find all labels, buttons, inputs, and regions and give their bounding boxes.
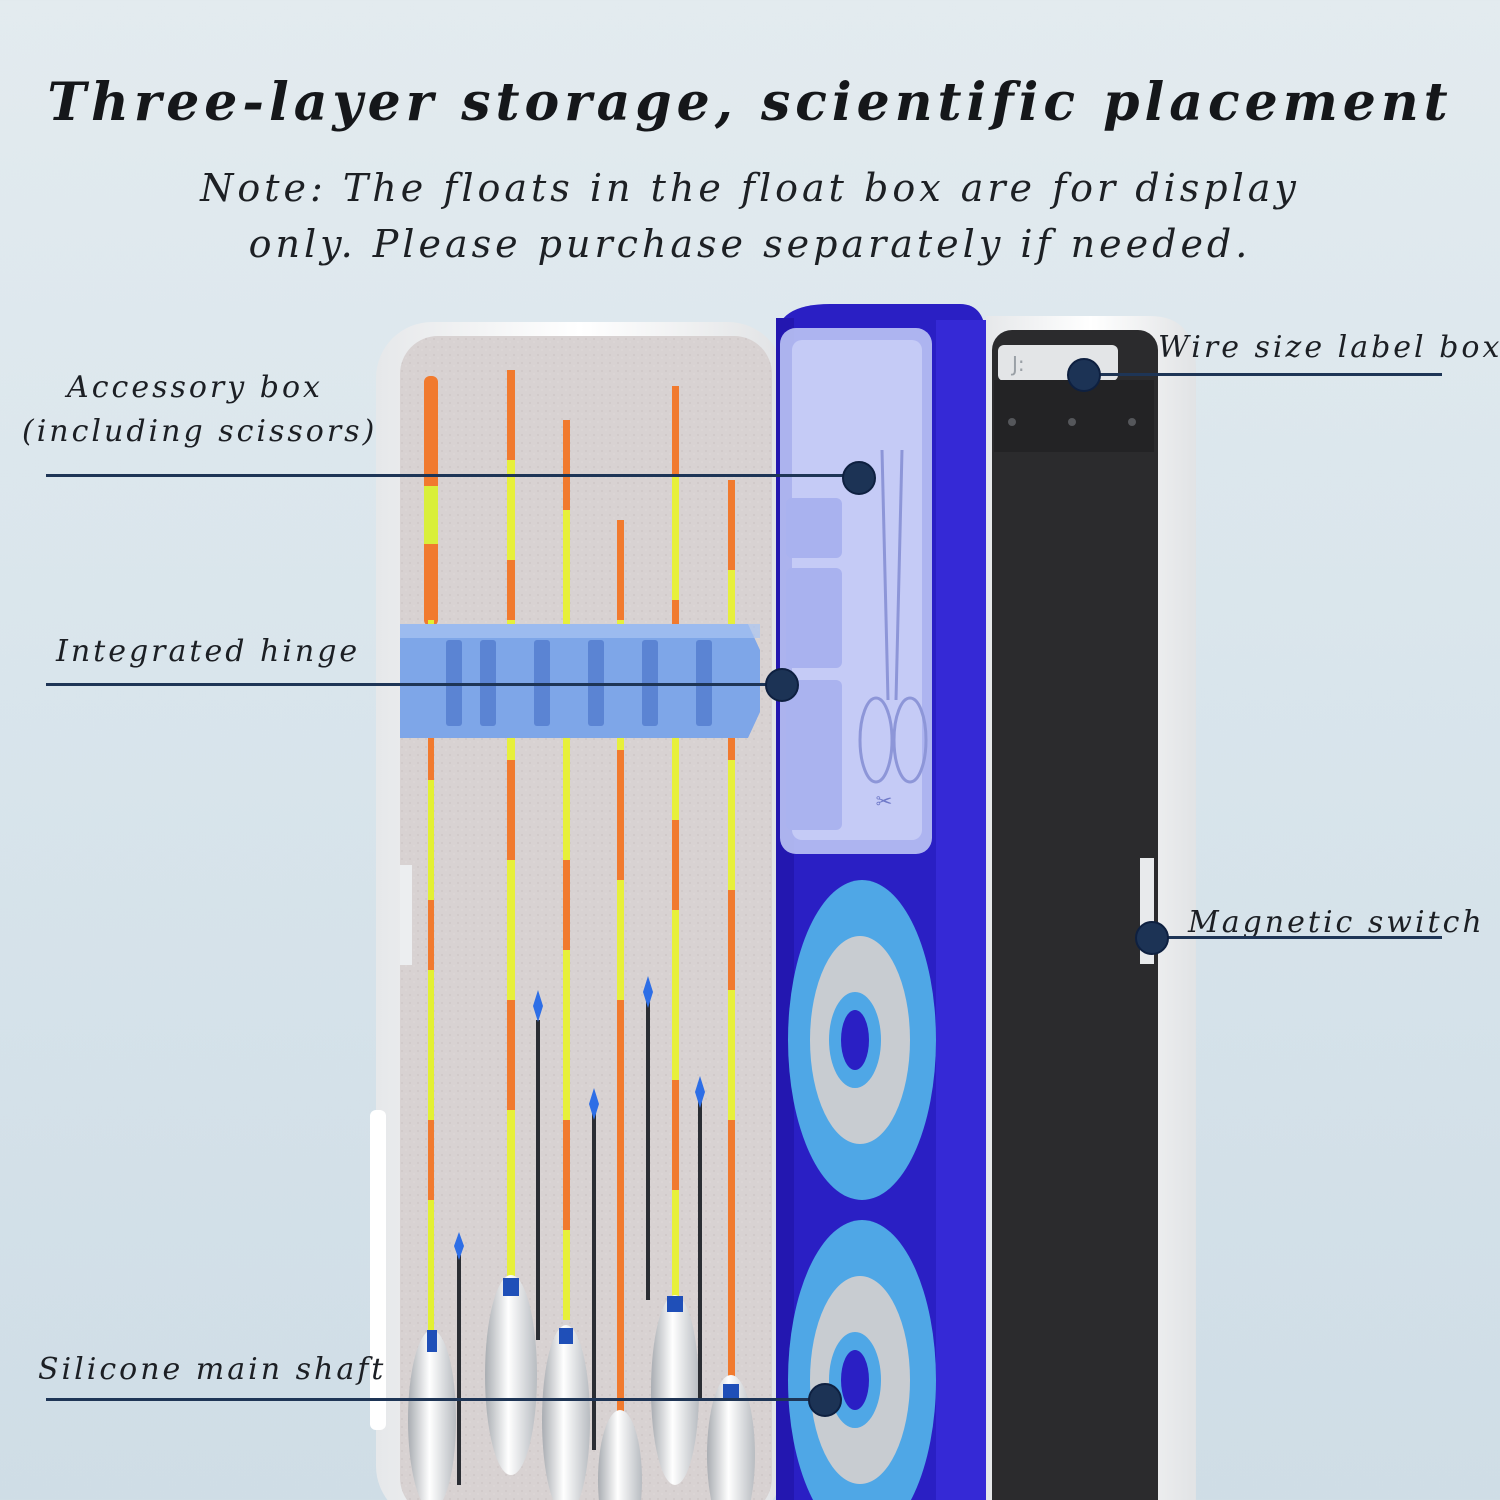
lid: J: [986,316,1196,1500]
callout-line [46,683,780,686]
integrated-hinge-label: Integrated hinge [56,634,361,669]
svg-text:✂: ✂ [876,789,893,813]
callout-dot [842,461,876,495]
float [651,386,699,1485]
integrated-hinge [400,624,760,738]
float [454,1232,464,1485]
float [485,370,537,1475]
line-spool [788,1220,936,1500]
callout-dot [808,1383,842,1417]
callout-line [46,474,858,477]
note-line-2: only. Please purchase separately if need… [248,222,1252,266]
callout-line [1150,936,1442,939]
callout-dot [1135,921,1169,955]
accessory-box-label: Accessory box [67,370,323,405]
wire-size-label-box-label: Wire size label box [1158,330,1500,365]
callout-dot [765,668,799,702]
callout-line [46,1398,824,1401]
page-title: Three-layer storage, scientific placemen… [47,72,1453,133]
float [589,1088,599,1450]
callout-line [1084,373,1442,376]
svg-text:J:: J: [1010,352,1025,376]
float [533,990,543,1340]
accessory-box-sublabel: (including scissors) [22,414,378,449]
float [408,376,456,1500]
callout-dot [1067,358,1101,392]
float [643,976,653,1300]
float [695,1076,705,1400]
accessory-box: ✂ [780,328,932,854]
line-spool [788,880,936,1200]
note-line-1: Note: The floats in the float box are fo… [200,166,1300,210]
floats-group [408,370,755,1500]
magnetic-switch-label: Magnetic switch [1188,905,1485,940]
silicone-main-shaft-label: Silicone main shaft [38,1352,387,1387]
